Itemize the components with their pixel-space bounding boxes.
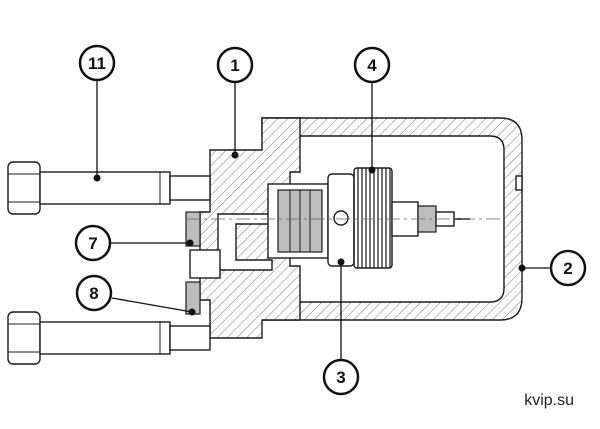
svg-text:11: 11 (88, 54, 106, 73)
svg-text:3: 3 (336, 368, 345, 387)
svg-text:7: 7 (88, 234, 97, 253)
svg-text:2: 2 (563, 259, 572, 278)
leader-11-dot (93, 174, 101, 182)
svg-text:4: 4 (367, 56, 377, 75)
valve-body (199, 117, 301, 339)
gasket-upper (185, 211, 201, 247)
watermark: kvip.su (524, 392, 574, 409)
leader-4-dot (368, 166, 376, 174)
leader-8 (111, 297, 193, 313)
upper-stud (7, 161, 211, 215)
centre-port (189, 249, 221, 279)
callout-11: 11 (78, 44, 116, 82)
housing-side-mark (515, 175, 523, 191)
callout-4: 4 (353, 46, 391, 84)
core-nut (267, 173, 355, 267)
callout-2: 2 (549, 249, 587, 287)
leader-2-dot (518, 264, 526, 272)
svg-text:8: 8 (89, 284, 98, 303)
leader-7-dot (186, 239, 194, 247)
lower-stud (7, 311, 211, 365)
knurled-core (353, 167, 393, 269)
callout-8: 8 (75, 274, 113, 312)
callout-1: 1 (216, 46, 254, 84)
svg-text:1: 1 (230, 56, 239, 75)
callout-3: 3 (322, 358, 360, 396)
callout-7: 7 (74, 224, 112, 262)
leader-8-dot (188, 308, 196, 316)
leader-1-dot (231, 151, 239, 159)
leader-3-dot (337, 258, 345, 266)
